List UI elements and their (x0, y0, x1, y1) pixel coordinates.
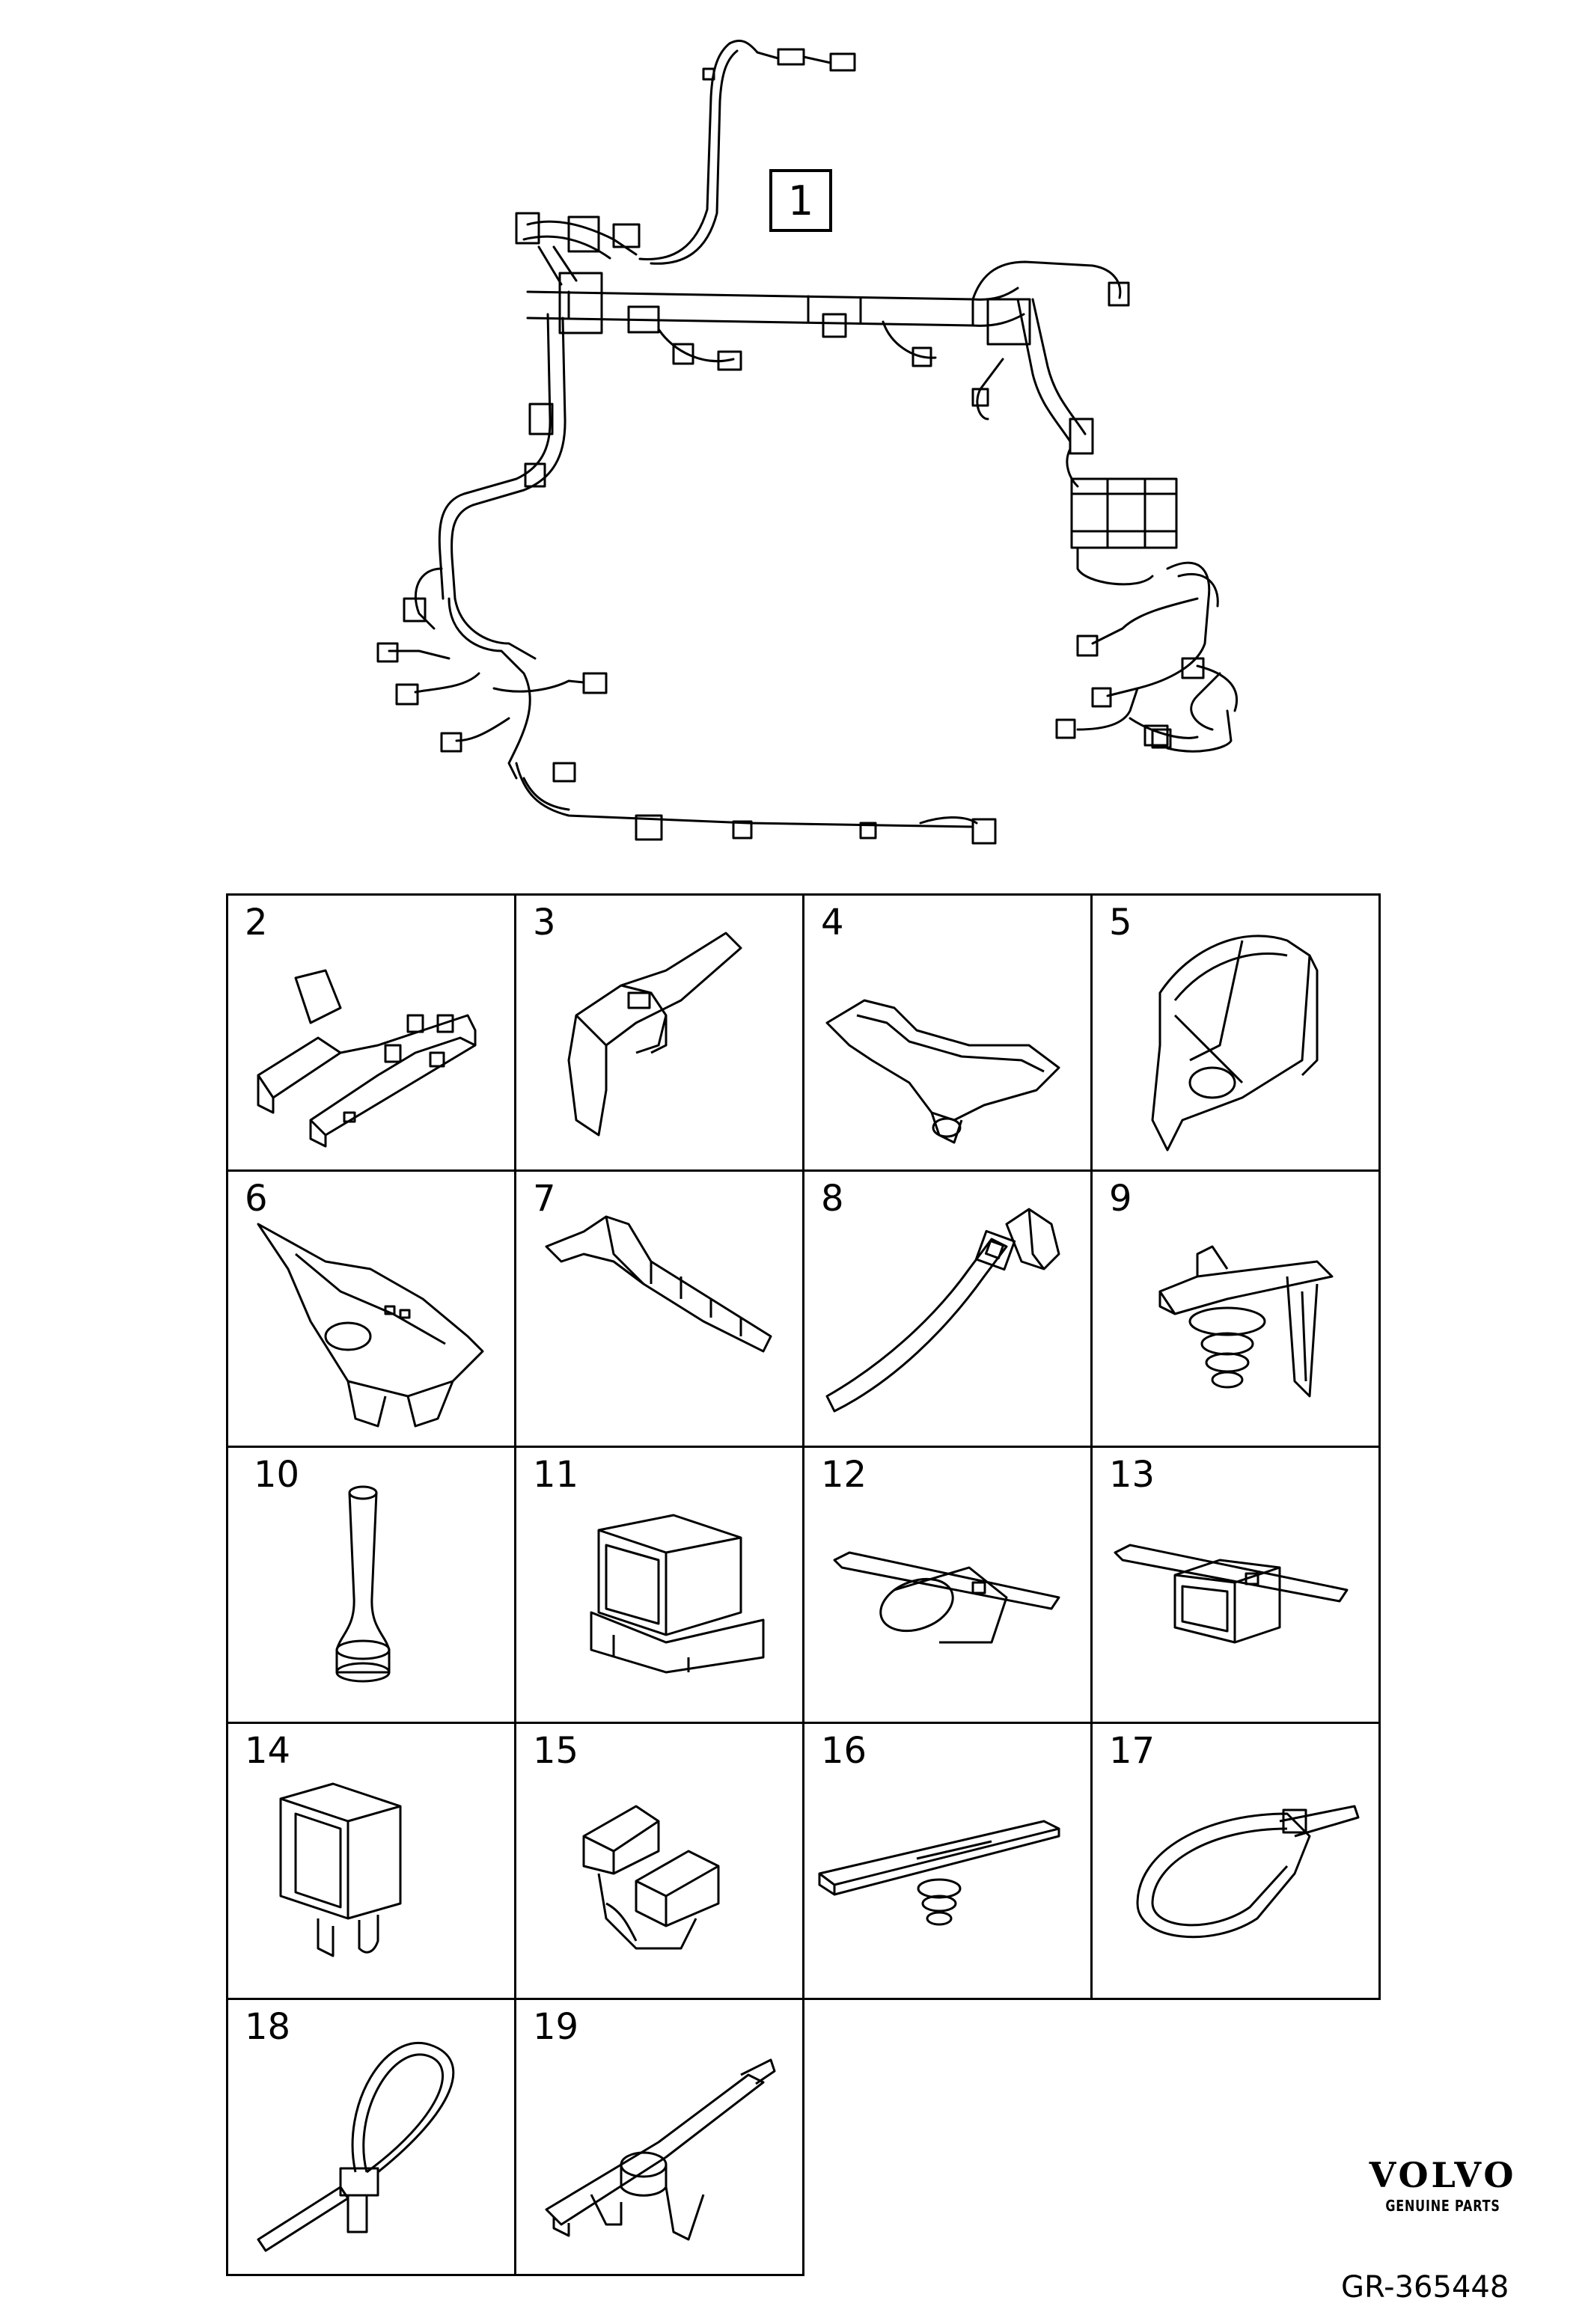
part-number: 14 (245, 1730, 291, 1772)
part-cell-9: 9 (1090, 1169, 1381, 1448)
part-cell-19: 19 (514, 1998, 804, 2276)
part-cell-18: 18 (226, 1998, 516, 2276)
part-cell-4: 4 (802, 893, 1093, 1172)
part-cell-6: 6 (226, 1169, 516, 1448)
parts-grid: 2 3 4 (226, 893, 1387, 2321)
harness-bracket-icon (228, 1172, 514, 1446)
cable-tie-loop-icon (1093, 1724, 1378, 1998)
part-cell-14: 14 (226, 1722, 516, 2000)
part-cell-11: 11 (514, 1446, 804, 1724)
part-cell-15: 15 (514, 1722, 804, 2000)
harness-channel-branch-icon (228, 896, 514, 1169)
part-cell-10: 10 (226, 1446, 516, 1724)
part-cell-12: 12 (802, 1446, 1093, 1724)
connector-holder-icon (228, 1724, 514, 1998)
logo-brand: VOLVO (1369, 2155, 1517, 2195)
grommet-icon (228, 1448, 514, 1722)
cable-tie-with-clip-icon (804, 1172, 1090, 1446)
part-number: 12 (821, 1454, 867, 1496)
part-number: 17 (1109, 1730, 1155, 1772)
harness-channel-long-icon (516, 1172, 802, 1446)
cable-holder-icon (516, 1448, 802, 1722)
part-callout-1: 1 (769, 169, 832, 232)
part-cell-3: 3 (514, 893, 804, 1172)
harness-cover-icon (1093, 896, 1378, 1169)
part-number: 9 (1109, 1178, 1132, 1220)
harness-channel-bend-icon (516, 896, 802, 1169)
harness-channel-curved-icon (804, 896, 1090, 1169)
edge-clip-icon (1093, 1172, 1378, 1446)
part-cell-7: 7 (514, 1169, 804, 1448)
part-number: 11 (533, 1454, 579, 1496)
cable-tie-push-mount-icon (228, 2000, 514, 2274)
part-number: 6 (245, 1178, 268, 1220)
sleeve-clip-oval-icon (804, 1448, 1090, 1722)
part-number: 2 (245, 902, 268, 944)
part-cell-16: 16 (802, 1722, 1093, 2000)
part-number: 3 (533, 902, 556, 944)
wiring-harness-icon (0, 0, 1591, 883)
part-cell-8: 8 (802, 1169, 1093, 1448)
volvo-logo: VOLVO GENUINE PARTS (1353, 2155, 1533, 2215)
double-clip-icon (516, 1724, 802, 1998)
part-cell-13: 13 (1090, 1446, 1381, 1724)
part-number: 8 (821, 1178, 844, 1220)
cable-tie-clip-icon (516, 2000, 802, 2274)
part-number: 13 (1109, 1454, 1155, 1496)
part-number: 4 (821, 902, 844, 944)
part-cell-5: 5 (1090, 893, 1381, 1172)
part-number: 7 (533, 1178, 556, 1220)
diagram-reference: GR-365448 (1341, 2270, 1509, 2305)
part-cell-2: 2 (226, 893, 516, 1172)
part-number: 19 (533, 2006, 579, 2048)
wiring-harness-illustration: 1 (0, 0, 1591, 883)
sleeve-clip-square-icon (1093, 1448, 1378, 1722)
part-number: 10 (254, 1454, 300, 1496)
part-number: 5 (1109, 902, 1132, 944)
part-number: 15 (533, 1730, 579, 1772)
part-number: 16 (821, 1730, 867, 1772)
part-cell-17: 17 (1090, 1722, 1381, 2000)
rail-clip-icon (804, 1724, 1090, 1998)
part-number: 18 (245, 2006, 291, 2048)
logo-subtitle: GENUINE PARTS (1385, 2197, 1500, 2215)
